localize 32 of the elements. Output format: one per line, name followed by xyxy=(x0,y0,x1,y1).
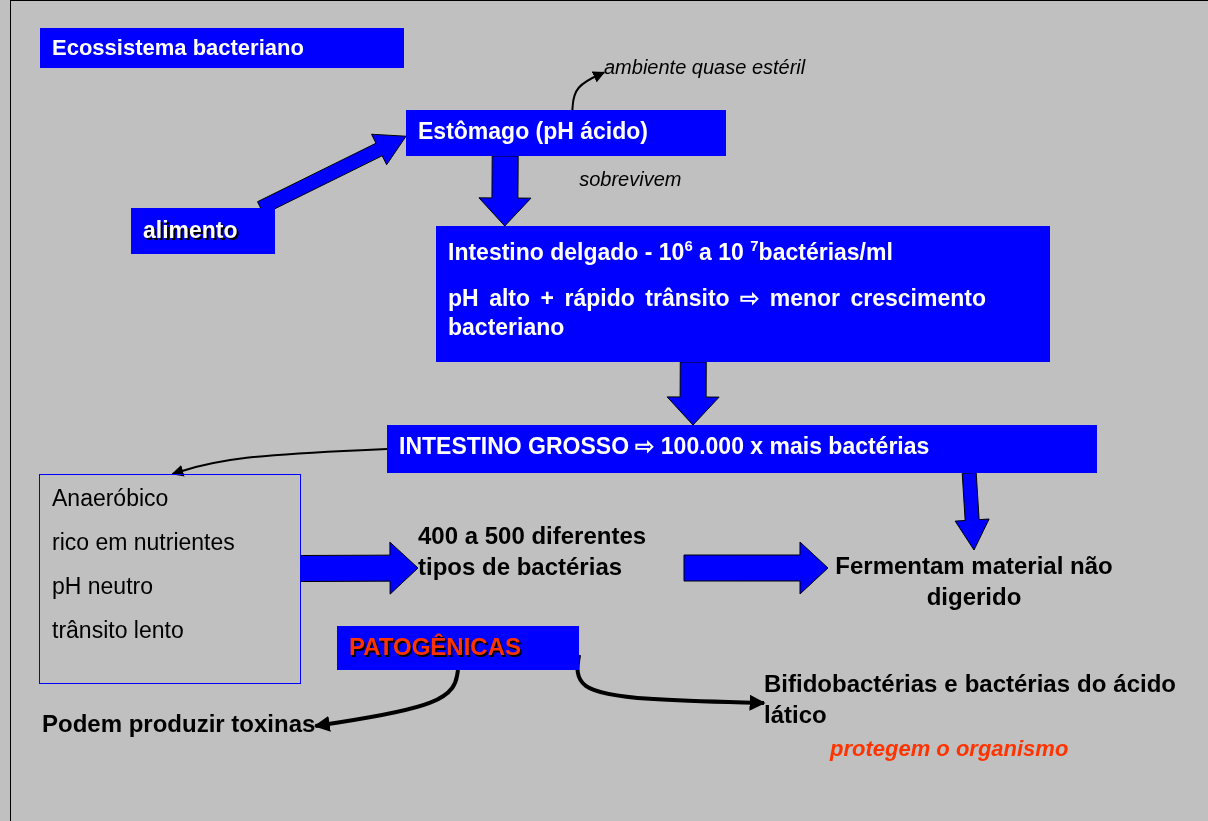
arrow xyxy=(683,541,829,595)
title-banner xyxy=(40,28,404,68)
node-text: INTESTINO GROSSO ⇨ 100.000 x mais bactérias xyxy=(398,432,931,461)
node-text: Fermentam material não digerido xyxy=(834,551,1114,613)
label-box xyxy=(337,626,579,670)
node-text: pH alto + rápido trânsito ⇨ menor crescimento bacteriano xyxy=(447,283,987,343)
properties-box xyxy=(39,474,301,684)
arrow xyxy=(666,361,720,426)
arrow xyxy=(313,669,460,732)
node-text: PATOGÊNICAS xyxy=(348,632,523,662)
node-text: trânsito lento xyxy=(51,616,185,644)
node-text: Bifidobactérias e bactérias do ácido lático xyxy=(764,669,1176,731)
node-text: rico em nutrientes xyxy=(51,528,236,556)
arrow xyxy=(171,448,388,477)
label-box xyxy=(131,208,275,254)
arrow xyxy=(954,472,990,551)
node-text: Intestino delgado - 10$^{6}$ a 10 $^{7}$bactérias/ml xyxy=(447,236,894,267)
label-box xyxy=(436,226,1050,362)
node-text: Podem produzir toxinas xyxy=(42,709,316,739)
note-text: ambiente quase estéril xyxy=(604,56,806,79)
title-text: Ecossistema bacteriano xyxy=(51,34,305,62)
arrow xyxy=(300,541,419,595)
node-text: 400 a 500 diferentes tipos de bactérias xyxy=(418,521,648,583)
node-text: Anaeróbico xyxy=(51,484,170,512)
node-text: pH neutro xyxy=(51,572,154,600)
arrow xyxy=(571,71,606,111)
node-text: alimento xyxy=(142,216,239,245)
label-box xyxy=(406,110,726,156)
node-text: Estômago (pH ácido) xyxy=(417,117,649,146)
arrow xyxy=(478,155,532,227)
note-text: protegem o organismo xyxy=(830,736,1069,762)
label-box xyxy=(387,425,1097,473)
